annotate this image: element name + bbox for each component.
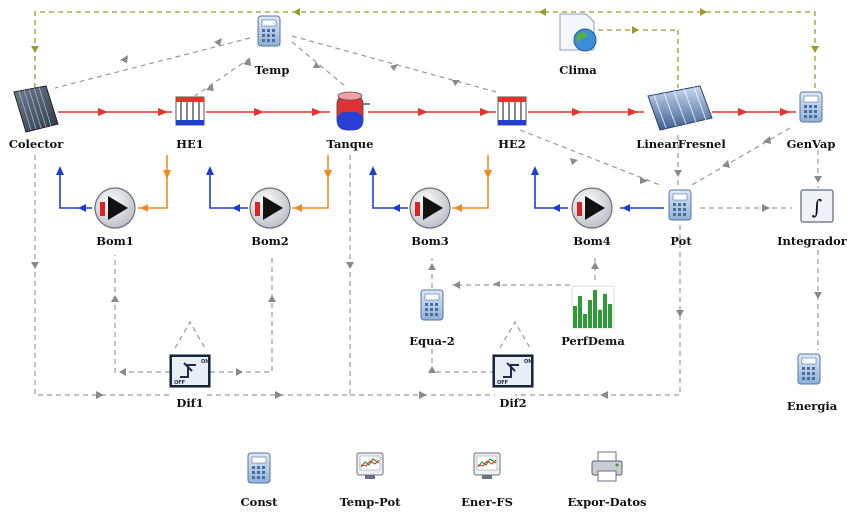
demand-profile-icon[interactable] <box>571 285 615 329</box>
pump-bom1-icon[interactable] <box>94 187 136 229</box>
calculator-icon-temp[interactable] <box>257 15 281 47</box>
label-energia: Energia <box>787 399 838 413</box>
switch-on-label: ON <box>524 359 532 365</box>
differential-switch-dif2-icon[interactable]: ON OFF <box>492 354 534 388</box>
integrator-icon[interactable]: ∫ <box>800 189 834 223</box>
switch-on-label: ON <box>201 359 209 365</box>
label-ener-fs: Ener-FS <box>461 495 513 509</box>
label-integrador: Integrador <box>777 234 847 248</box>
switch-off-label: OFF <box>497 380 508 386</box>
switch-off-label: OFF <box>174 380 185 386</box>
component-labels: Temp Clima Colector HE1 Tanque HE2 Linea… <box>9 63 847 509</box>
linear-fresnel-icon[interactable] <box>647 85 713 131</box>
label-expor-datos: Expor-Datos <box>567 495 646 509</box>
storage-tank-icon[interactable] <box>336 91 370 131</box>
label-linear-fresnel: LinearFresnel <box>636 137 726 151</box>
calculator-icon-energia[interactable] <box>797 353 821 385</box>
label-temp: Temp <box>255 63 290 77</box>
label-bom2: Bom2 <box>251 234 289 248</box>
calculator-icon-pot[interactable] <box>668 189 692 221</box>
svg-text:∫: ∫ <box>812 195 822 219</box>
label-he1: HE1 <box>176 137 204 151</box>
label-bom1: Bom1 <box>96 234 134 248</box>
warm-flow-arrowheads <box>140 170 492 212</box>
calculator-icon-genvap[interactable] <box>799 91 823 123</box>
pump-bom4-icon[interactable] <box>571 187 613 229</box>
weather-globe-icon[interactable] <box>559 13 597 52</box>
heat-exchanger-he2-icon[interactable] <box>497 96 527 126</box>
control-links <box>34 35 819 396</box>
label-bom3: Bom3 <box>411 234 449 248</box>
weather-links <box>34 11 816 92</box>
label-tanque: Tanque <box>327 137 374 151</box>
label-dif1: Dif1 <box>176 396 203 410</box>
label-he2: HE2 <box>498 137 526 151</box>
control-arrowheads <box>31 38 822 399</box>
label-colector: Colector <box>9 137 64 151</box>
heat-exchanger-he1-icon[interactable] <box>175 96 205 126</box>
pump-bom3-icon[interactable] <box>409 187 451 229</box>
label-equa2: Equa-2 <box>409 334 454 348</box>
label-dif2: Dif2 <box>499 396 526 410</box>
label-bom4: Bom4 <box>573 234 611 248</box>
solar-collector-icon[interactable] <box>13 85 59 133</box>
calculator-icon-const[interactable] <box>247 452 271 484</box>
differential-switch-dif1-icon[interactable]: ON OFF <box>169 354 211 388</box>
label-const: Const <box>241 495 279 509</box>
label-temp-pot: Temp-Pot <box>340 495 402 509</box>
calculator-icon-equa2[interactable] <box>420 289 444 321</box>
plotter-icon-ener-fs[interactable] <box>473 452 501 479</box>
weather-arrowheads <box>31 8 819 53</box>
cold-flow-arrowheads <box>56 166 630 212</box>
label-perfdema: PerfDema <box>561 334 625 348</box>
pump-bom2-icon[interactable] <box>249 187 291 229</box>
plotter-icon-temp-pot[interactable] <box>356 452 384 479</box>
label-genvap: GenVap <box>787 137 836 151</box>
label-clima: Clima <box>559 63 597 77</box>
label-pot: Pot <box>670 234 692 248</box>
printer-icon-expor-datos[interactable] <box>591 451 623 482</box>
hot-flow-arrowheads <box>98 108 790 116</box>
